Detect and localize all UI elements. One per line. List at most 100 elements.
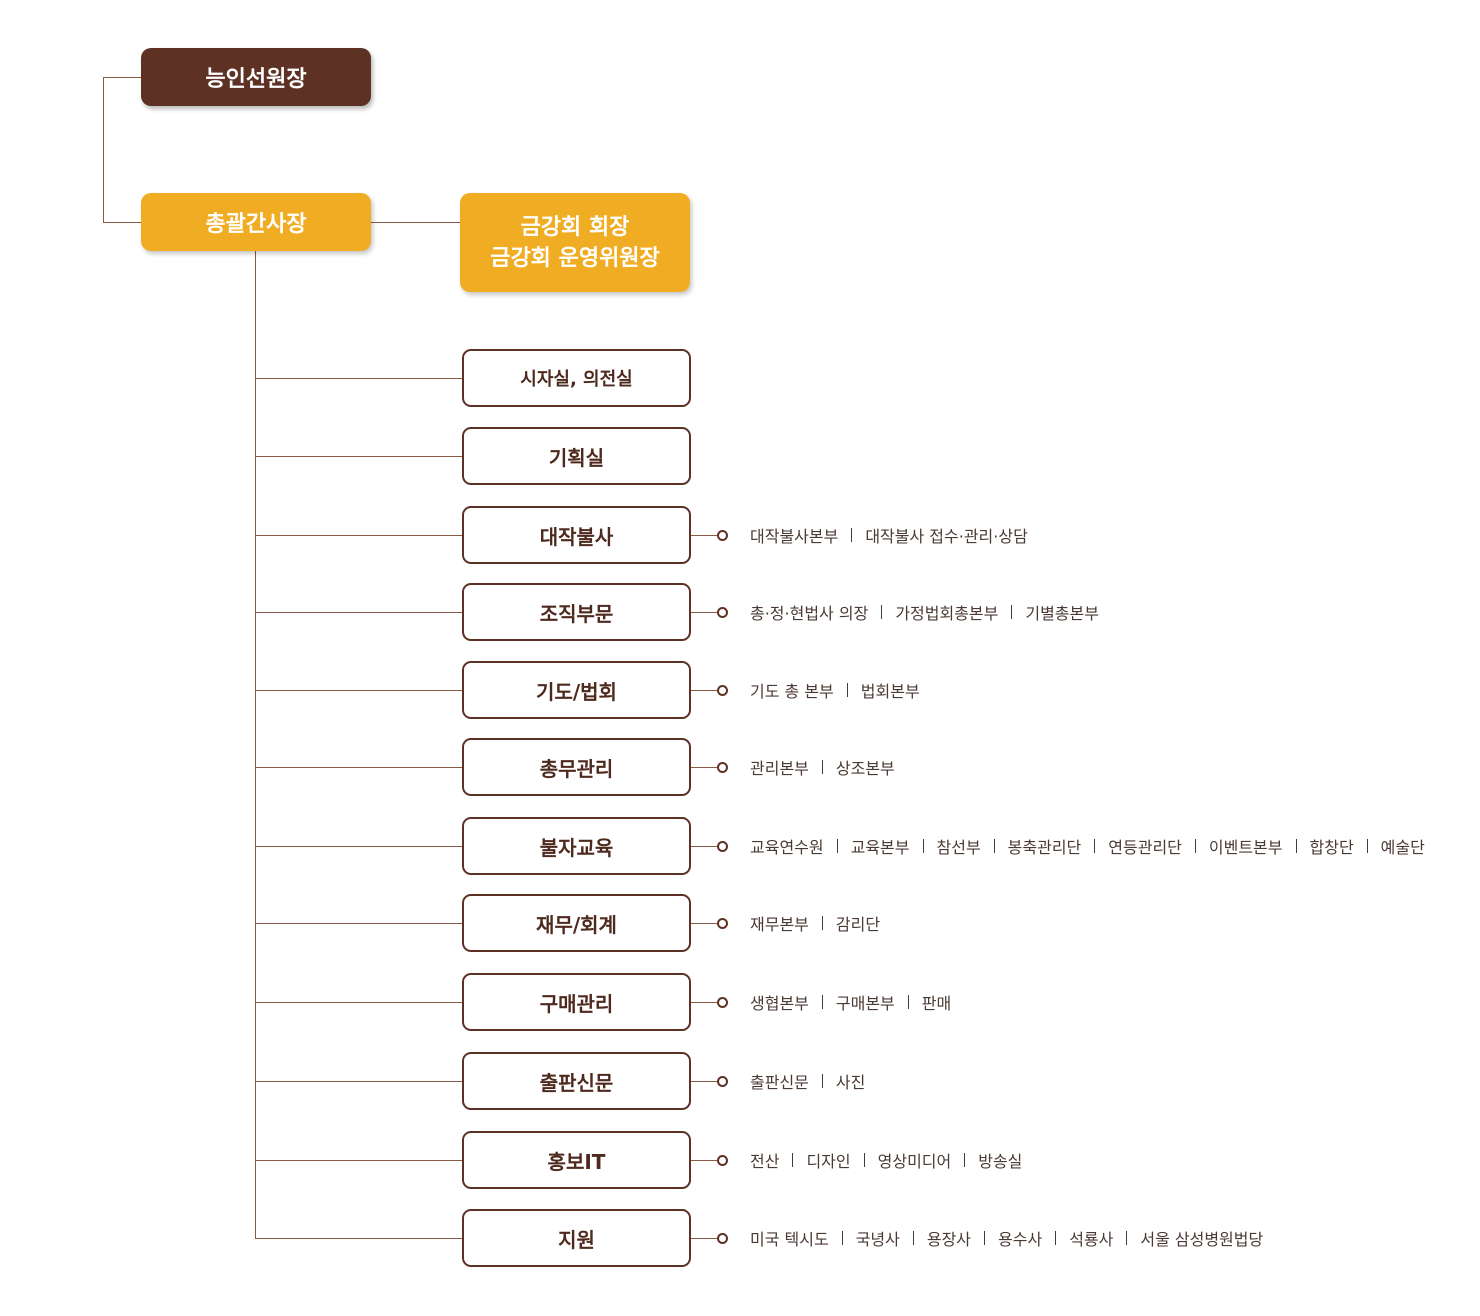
general-secretary-label: 총괄간사장 xyxy=(205,212,307,237)
separator xyxy=(821,1074,823,1088)
connector-department xyxy=(255,846,462,847)
connector-dot xyxy=(717,762,728,773)
connector-department xyxy=(255,923,462,924)
connector-dot xyxy=(717,841,728,852)
department-box: 지원 xyxy=(462,1209,691,1267)
sub-unit: 대작불사본부 xyxy=(750,527,839,546)
sub-unit: 기별총본부 xyxy=(1025,604,1099,623)
connector-sub xyxy=(691,612,717,613)
sub-unit: 연등관리단 xyxy=(1108,838,1182,857)
sub-unit: 방송실 xyxy=(978,1152,1023,1171)
department-box: 출판신문 xyxy=(462,1052,691,1110)
separator xyxy=(841,1231,843,1245)
sub-unit: 판매 xyxy=(921,994,952,1013)
connector-sub xyxy=(691,923,717,924)
department-label: 홍보IT xyxy=(547,1149,606,1174)
sub-unit: 총·정·현법사 의장 xyxy=(750,604,869,623)
sub-unit: 국녕사 xyxy=(855,1230,900,1249)
department-box: 조직부문 xyxy=(462,583,691,641)
sub-unit: 출판신문 xyxy=(750,1073,809,1092)
department-box: 대작불사 xyxy=(462,506,691,564)
connector-department xyxy=(255,767,462,768)
department-label: 시자실, 의전실 xyxy=(520,369,633,390)
department-label: 조직부문 xyxy=(539,601,614,626)
sub-unit: 교육연수원 xyxy=(750,838,824,857)
connector-sub xyxy=(691,1002,717,1003)
connector-trunk xyxy=(255,251,256,1238)
connector-second-left xyxy=(103,222,141,223)
separator xyxy=(1126,1231,1128,1245)
sub-unit: 이벤트본부 xyxy=(1208,838,1283,857)
connector-department xyxy=(255,1160,462,1161)
sub-unit: 감리단 xyxy=(835,915,881,934)
department-box: 재무/회계 xyxy=(462,894,691,952)
general-secretary-box: 총괄간사장 xyxy=(141,193,371,251)
separator xyxy=(881,605,883,619)
department-label: 구매관리 xyxy=(539,991,614,1016)
sub-unit: 기도 총 본부 xyxy=(750,682,834,701)
sub-unit-list: 관리본부 상조본부 xyxy=(750,755,895,779)
department-label: 지원 xyxy=(558,1227,595,1252)
geumganghoe-line1: 금강회 회장 xyxy=(520,214,630,240)
sub-unit: 용수사 xyxy=(998,1230,1043,1249)
separator xyxy=(912,1231,914,1245)
department-box: 기도/법회 xyxy=(462,661,691,719)
separator xyxy=(851,528,853,542)
sub-unit: 전산 xyxy=(750,1152,780,1171)
separator xyxy=(863,1153,865,1167)
department-label: 대작불사 xyxy=(539,524,614,549)
separator xyxy=(1011,605,1013,619)
connector-sub xyxy=(691,846,717,847)
separator xyxy=(1366,839,1368,853)
sub-unit: 관리본부 xyxy=(750,759,809,778)
connector-department xyxy=(255,1238,462,1239)
department-label: 재무/회계 xyxy=(536,912,617,937)
connector-sub xyxy=(691,1238,717,1239)
sub-unit: 상조본부 xyxy=(835,759,895,778)
separator xyxy=(984,1231,986,1245)
connector-sub xyxy=(691,535,717,536)
sub-unit: 교육본부 xyxy=(850,838,910,857)
separator xyxy=(1055,1231,1057,1245)
sub-unit: 구매본부 xyxy=(835,994,895,1013)
connector-left-vertical xyxy=(103,77,104,223)
sub-unit: 대작불사 접수·관리·상담 xyxy=(865,527,1028,546)
department-box: 구매관리 xyxy=(462,973,691,1031)
connector-department xyxy=(255,456,462,457)
sub-unit: 생협본부 xyxy=(750,994,809,1013)
sub-unit: 미국 텍시도 xyxy=(750,1230,829,1249)
separator xyxy=(993,839,995,853)
department-label: 출판신문 xyxy=(539,1070,614,1095)
sub-unit-list: 출판신문 사진 xyxy=(750,1069,865,1093)
separator xyxy=(907,995,909,1009)
connector-second-to-side xyxy=(371,222,460,223)
connector-dot xyxy=(717,1076,728,1087)
sub-unit: 서울 삼성병원법당 xyxy=(1140,1230,1264,1249)
connector-department xyxy=(255,535,462,536)
sub-unit-list: 대작불사본부 대작불사 접수·관리·상담 xyxy=(750,523,1028,547)
separator xyxy=(846,683,848,697)
sub-unit: 예술단 xyxy=(1380,838,1425,857)
connector-dot xyxy=(717,1155,728,1166)
connector-sub xyxy=(691,1081,717,1082)
separator xyxy=(821,760,823,774)
connector-dot xyxy=(717,1233,728,1244)
connector-sub xyxy=(691,690,717,691)
sub-unit: 영상미디어 xyxy=(877,1152,952,1171)
geumganghoe-line2: 금강회 운영위원장 xyxy=(490,245,660,271)
separator xyxy=(1295,839,1297,853)
separator xyxy=(1094,839,1096,853)
connector-dot xyxy=(717,918,728,929)
sub-unit: 사진 xyxy=(835,1073,866,1092)
department-label: 총무관리 xyxy=(539,756,614,781)
sub-unit: 재무본부 xyxy=(750,915,809,934)
connector-dot xyxy=(717,997,728,1008)
department-box: 기획실 xyxy=(462,427,691,485)
connector-department xyxy=(255,612,462,613)
department-label: 불자교육 xyxy=(539,835,614,860)
sub-unit-list: 재무본부 감리단 xyxy=(750,911,880,935)
